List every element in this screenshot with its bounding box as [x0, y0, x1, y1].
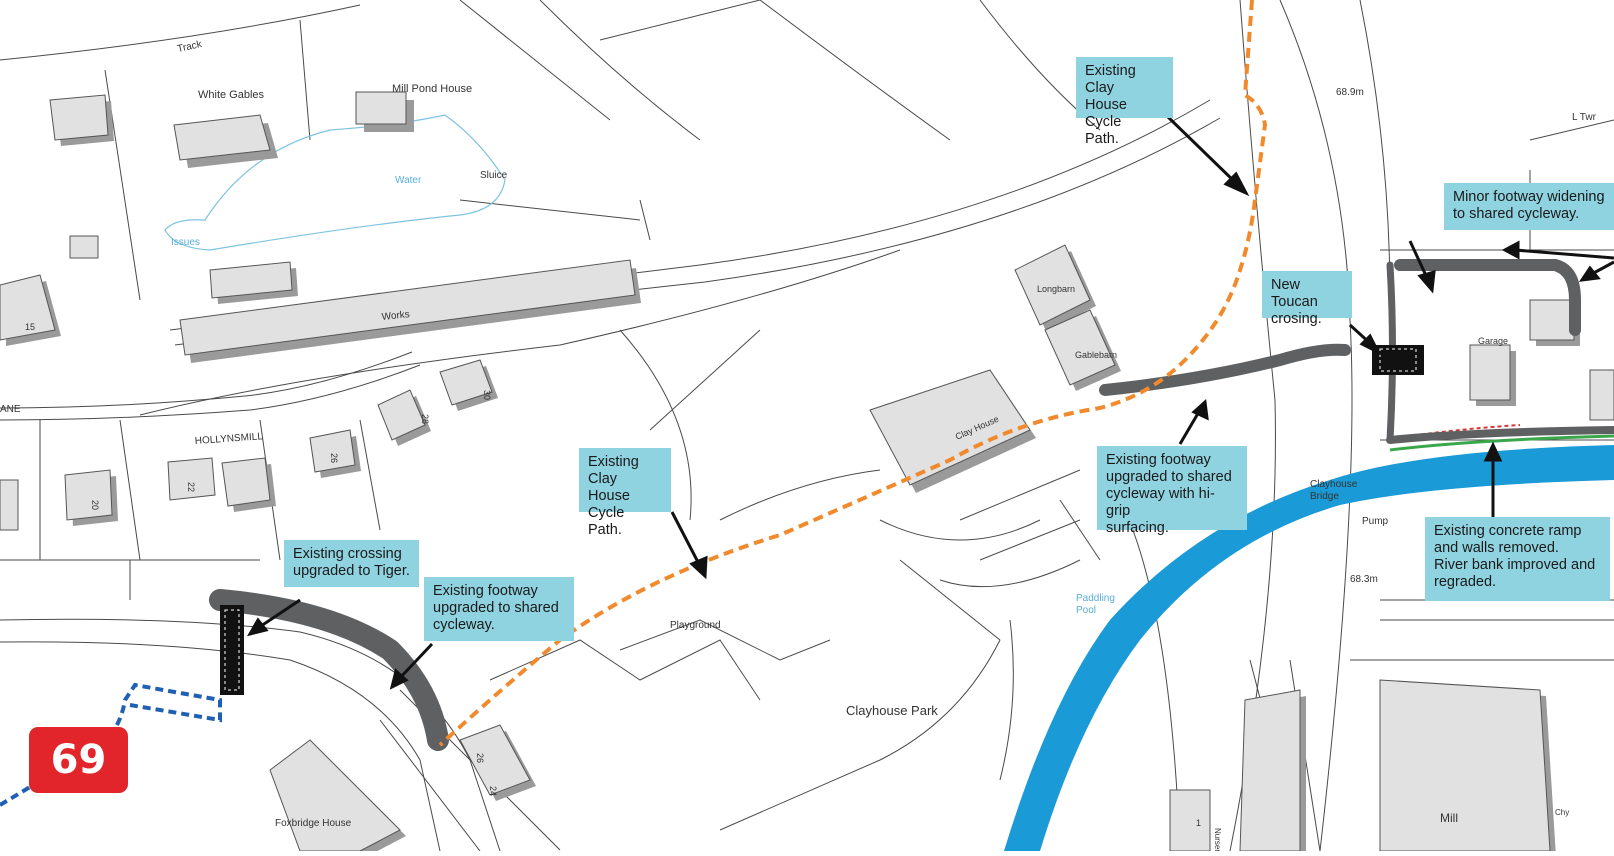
callout-new-toucan-crossing: New Toucan crosing. — [1262, 271, 1352, 327]
label-house-20: 20 — [90, 500, 100, 510]
shared-cycleway — [209, 259, 1614, 751]
label-garage: Garage — [1478, 336, 1508, 346]
riverbank-green — [1389, 434, 1614, 452]
building-hollyns-row — [0, 359, 498, 531]
label-works: Works — [381, 309, 410, 323]
building-gablebarn — [1044, 309, 1121, 391]
toucan-crossing — [1372, 345, 1424, 375]
label-spot-height-lower: 68.3m — [1350, 574, 1378, 585]
callout-existing-clay-house-path-upper: Existing Clay House Cycle Path. — [1076, 57, 1173, 147]
river — [1004, 445, 1614, 851]
label-clayhouse-park: Clayhouse Park — [846, 703, 938, 718]
label-playground: Playground — [670, 620, 721, 631]
building-mill — [1169, 679, 1556, 856]
label-foxbridge-house: Foxbridge House — [275, 818, 352, 829]
label-l-twr: L Twr — [1572, 112, 1597, 123]
callout-existing-clay-house-path-lower: Existing Clay House Cycle Path. — [579, 448, 671, 538]
label-house-1: 1 — [1196, 818, 1201, 828]
label-house-15: 15 — [25, 322, 35, 332]
label-nursery: Nurser — [1213, 828, 1222, 851]
building-foxbridge-house — [269, 739, 406, 856]
page-number-badge: 69 — [29, 727, 128, 793]
label-house-24: 24 — [488, 786, 498, 796]
building-longbarn — [1014, 244, 1096, 331]
buildings — [0, 91, 1614, 856]
mill-pond — [164, 114, 506, 251]
label-house-28: 28 — [420, 414, 430, 424]
label-spot-height-upper: 68.9m — [1336, 87, 1364, 98]
label-lane: ANE — [0, 404, 21, 415]
label-gablebarn: Gablebarn — [1075, 350, 1117, 360]
label-water: Water — [395, 175, 422, 186]
building-white-gables — [173, 114, 278, 168]
callout-footway-shared: Existing footway upgraded to shared cycl… — [424, 577, 574, 641]
label-house-30: 30 — [482, 390, 492, 400]
label-house-26b: 26 — [475, 753, 485, 763]
building-mill-pond-house — [355, 91, 414, 132]
label-house-22: 22 — [186, 482, 196, 492]
label-mill-pond-house: Mill Pond House — [392, 83, 472, 95]
label-sluice: Sluice — [480, 170, 508, 181]
label-white-gables: White Gables — [198, 89, 265, 101]
label-chy: Chy — [1555, 808, 1569, 817]
building-26-24 — [459, 724, 536, 801]
callout-concrete-ramp-removed: Existing concrete ramp and walls removed… — [1425, 517, 1610, 601]
label-longbarn: Longbarn — [1037, 284, 1075, 294]
callout-crossing-tiger: Existing crossing upgraded to Tiger. — [284, 540, 419, 587]
label-track: Track — [176, 39, 203, 55]
label-mill: Mill — [1440, 811, 1458, 825]
building-left-top — [0, 94, 114, 346]
tiger-crossing — [220, 605, 244, 695]
building-garage — [1469, 299, 1614, 421]
label-pump: Pump — [1362, 516, 1389, 527]
label-hollynsmill: HOLLYNSMILL — [194, 431, 263, 447]
building-works — [179, 259, 641, 363]
label-house-26: 26 — [329, 453, 339, 463]
label-issues: Issues — [171, 237, 200, 248]
callout-minor-footway-widening: Minor footway widening to shared cyclewa… — [1444, 183, 1614, 230]
building-clay-house — [869, 369, 1036, 493]
callout-arrows — [246, 115, 1614, 690]
callout-footway-hi-grip: Existing footway upgraded to shared cycl… — [1097, 446, 1247, 536]
